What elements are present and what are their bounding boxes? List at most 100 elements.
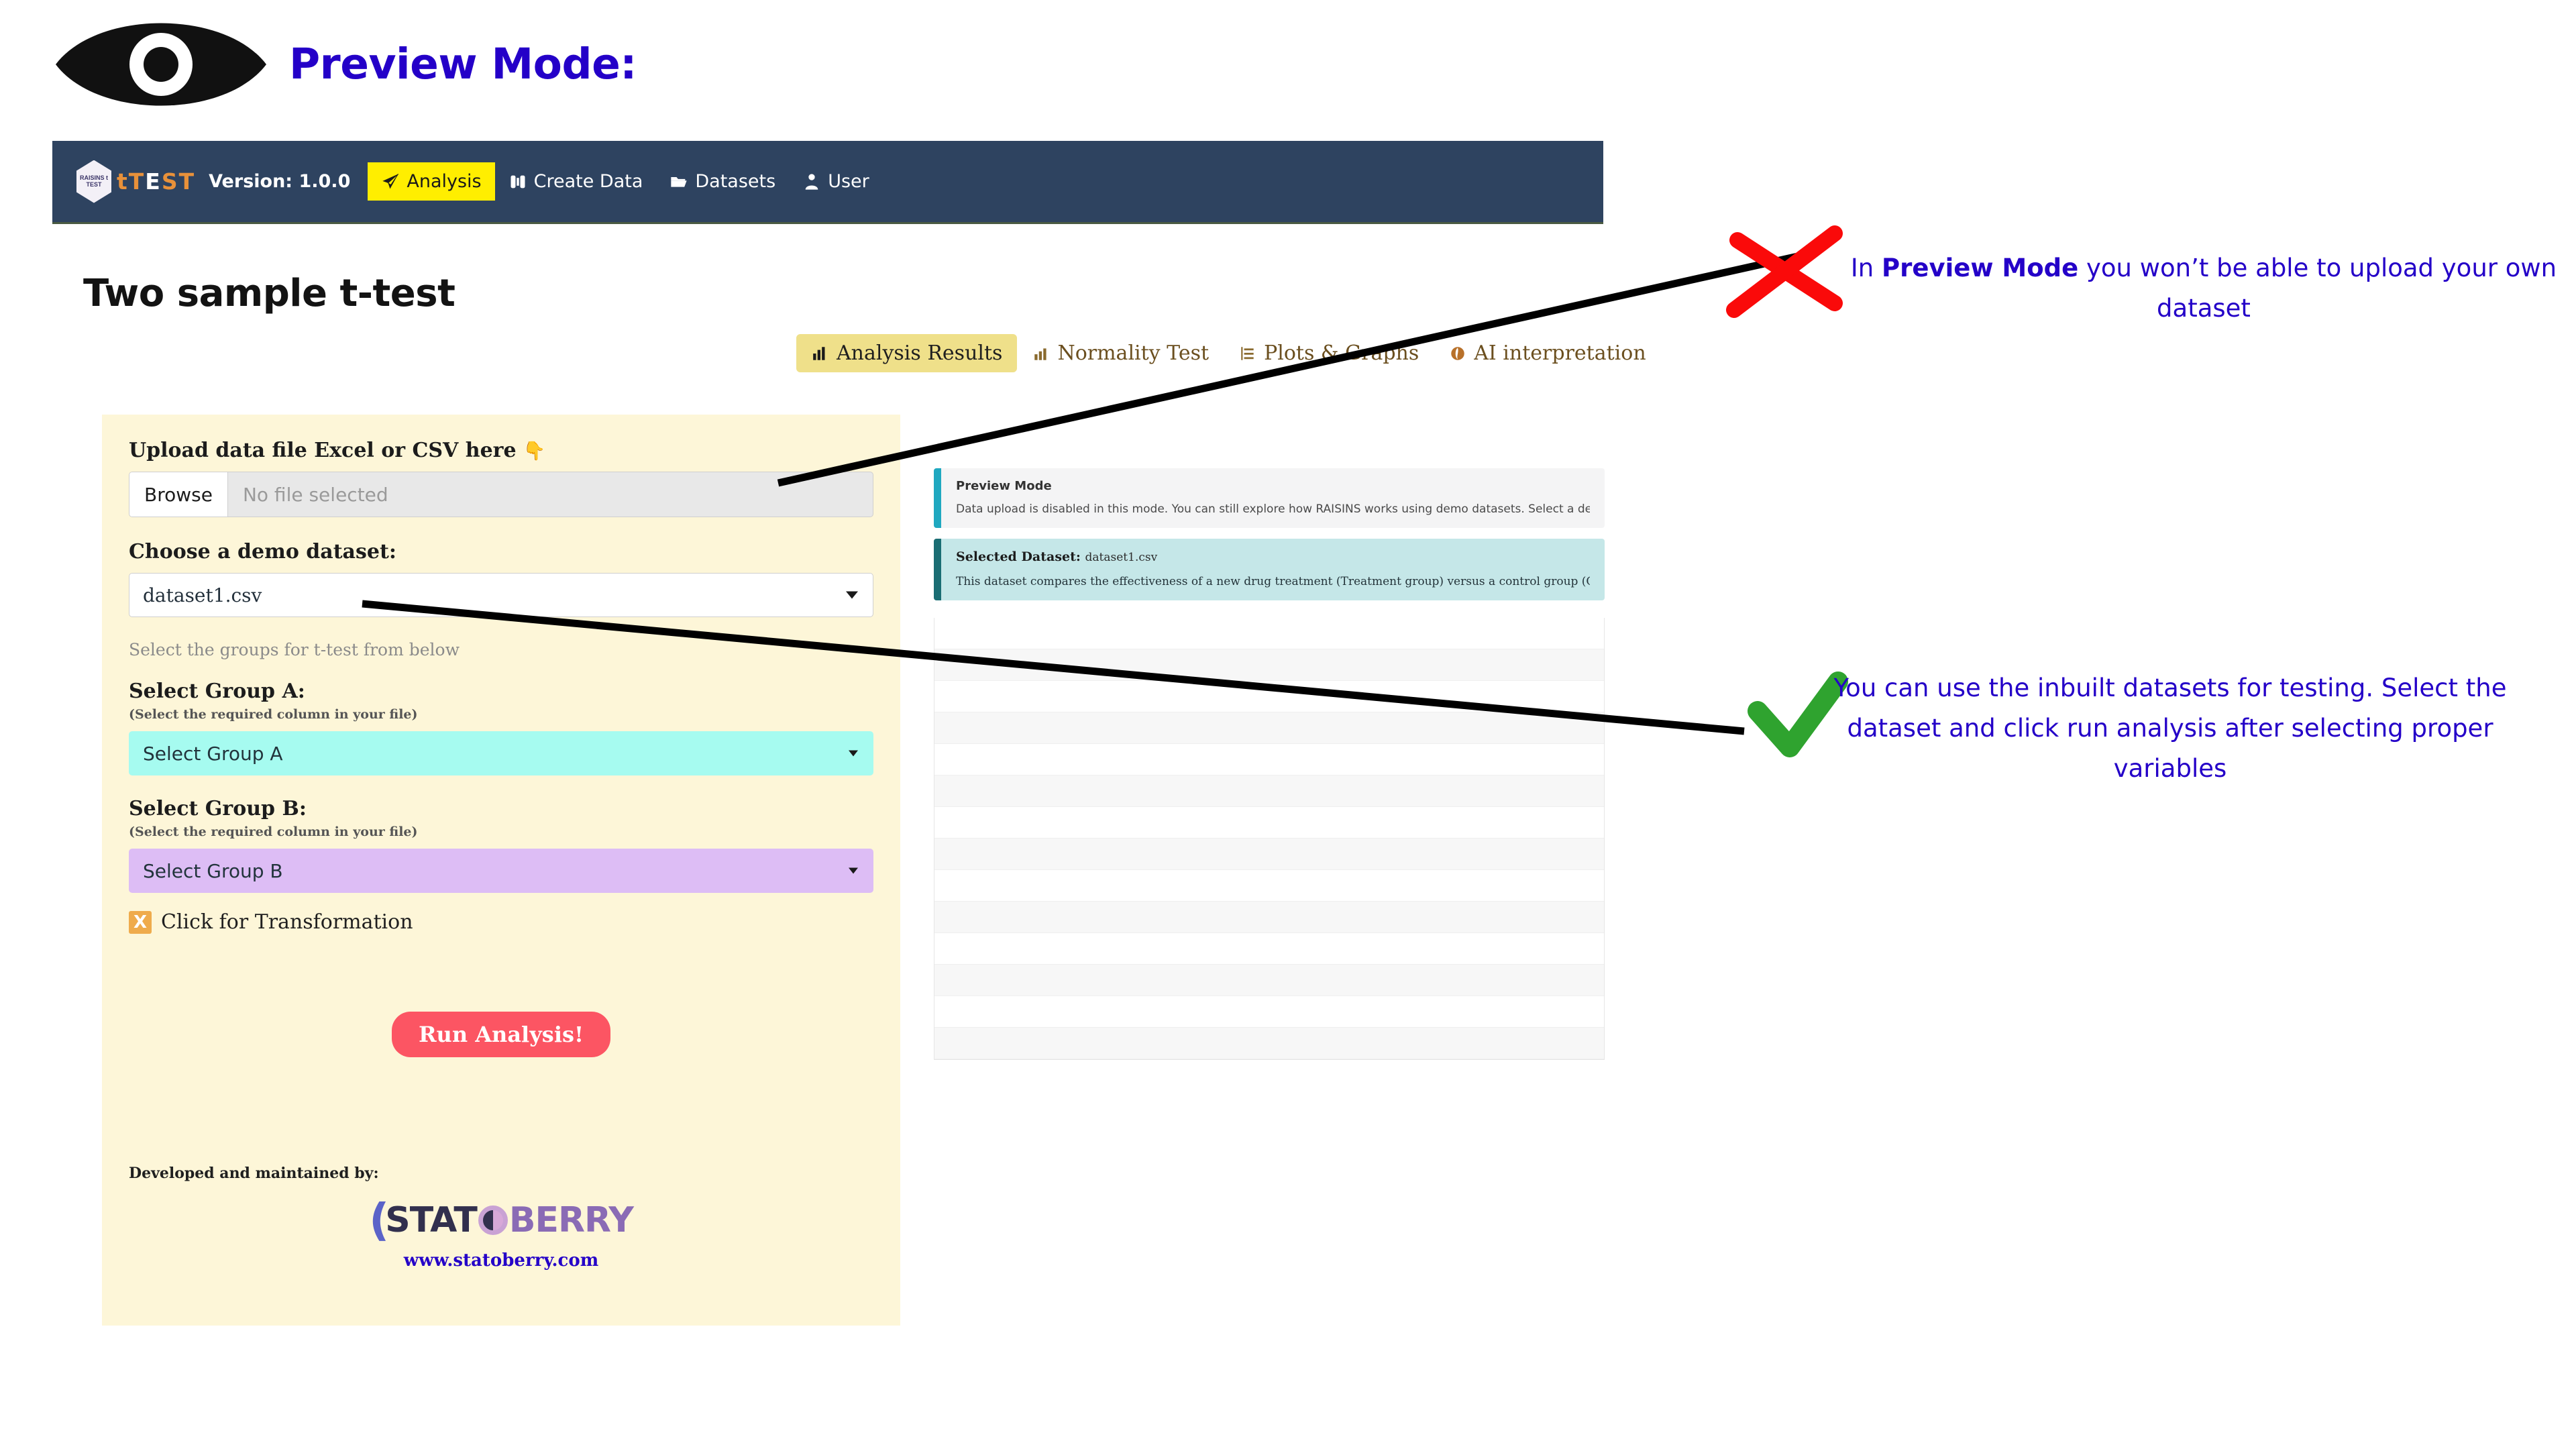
upload-label: Upload data file Excel or CSV here 👇 [129, 439, 873, 462]
table-row [934, 839, 1604, 870]
version-label: Version: 1.0.0 [209, 171, 351, 192]
developed-by-label: Developed and maintained by: [129, 1165, 379, 1182]
file-name-display: No file selected [242, 483, 388, 506]
selected-dataset-alert: Selected Dataset: dataset1.csv This data… [934, 539, 1605, 600]
preview-mode-alert-text: Data upload is disabled in this mode. Yo… [956, 502, 1590, 516]
table-row [934, 870, 1604, 902]
brain-icon [1451, 346, 1464, 360]
paper-plane-icon [382, 173, 399, 189]
results-area: Preview Mode Data upload is disabled in … [934, 468, 1605, 1258]
table-row [934, 965, 1604, 996]
annotation-positive-text: You can use the inbuilt datasets for tes… [1833, 674, 2507, 783]
red-cross-icon [1726, 225, 1843, 318]
logo-paren-icon: ( [369, 1194, 390, 1246]
file-upload-input[interactable]: Browse No file selected [129, 472, 873, 517]
table-row [934, 618, 1604, 649]
selected-dataset-filename: dataset1.csv [1085, 551, 1158, 564]
results-table [934, 618, 1605, 1060]
brand-letter-5: T [178, 168, 196, 195]
plots-icon [1241, 346, 1254, 360]
analysis-form-panel: Upload data file Excel or CSV here 👇 Bro… [102, 415, 900, 1326]
nav-item-datasets[interactable]: Datasets [656, 162, 789, 201]
group-a-value: Select Group A [143, 742, 283, 765]
green-check-icon [1748, 672, 1848, 757]
brand-letter-1: t [117, 168, 129, 195]
brand-letter-3: E [145, 168, 162, 195]
brand-title: tTEST [117, 168, 195, 195]
folder-open-icon [671, 176, 688, 187]
group-b-heading: Select Group B: [129, 797, 307, 820]
brand-letter-4: S [161, 168, 179, 195]
group-a-heading: Select Group A: [129, 680, 305, 703]
table-row [934, 744, 1604, 775]
transformation-label: Click for Transformation [161, 910, 413, 934]
berry-circle-icon [478, 1205, 508, 1235]
selected-dataset-label: Selected Dataset: [956, 549, 1081, 564]
nav-items: Analysis Create Data Datasets [368, 162, 882, 201]
tab-analysis-results-label: Analysis Results [837, 341, 1003, 365]
alert-accent-bar [934, 468, 941, 528]
preview-mode-title: Preview Mode: [289, 40, 637, 89]
preview-mode-alert: Preview Mode Data upload is disabled in … [934, 468, 1605, 528]
alert-accent-bar [934, 539, 941, 600]
nav-item-analysis[interactable]: Analysis [368, 162, 495, 201]
raisins-logo-icon: RAISINS t TEST [76, 160, 111, 203]
logo-berry-text: BERRY [508, 1200, 634, 1240]
tab-ai-interpretation[interactable]: AI interpretation [1434, 334, 1660, 372]
nav-item-create-data[interactable]: Create Data [495, 162, 657, 201]
close-icon: X [129, 910, 152, 934]
table-row [934, 996, 1604, 1028]
chart-bar-icon [813, 346, 825, 360]
group-b-select[interactable]: Select Group B [129, 849, 873, 893]
table-row [934, 775, 1604, 807]
user-icon [805, 173, 818, 190]
page-title: Two sample t-test [83, 272, 455, 315]
table-row [934, 712, 1604, 744]
chevron-down-icon [849, 867, 858, 874]
tab-analysis-results[interactable]: Analysis Results [796, 334, 1018, 372]
groups-hint: Select the groups for t-test from below [129, 640, 460, 659]
chevron-down-icon [846, 591, 858, 599]
statoberry-logo: ( STAT BERRY www.statoberry.com [129, 1198, 873, 1271]
selected-dataset-text: This dataset compares the effectiveness … [956, 575, 1590, 588]
tab-plots-graphs-label: Plots & Graphs [1264, 341, 1419, 365]
group-a-sub: (Select the required column in your file… [129, 707, 418, 722]
statoberry-url[interactable]: www.statoberry.com [403, 1250, 599, 1271]
nav-item-user-label: User [828, 171, 869, 192]
tab-normality-test[interactable]: Normality Test [1017, 334, 1224, 372]
table-row [934, 1028, 1604, 1059]
table-row [934, 807, 1604, 839]
tab-plots-graphs[interactable]: Plots & Graphs [1224, 334, 1434, 372]
transformation-toggle[interactable]: X Click for Transformation [129, 910, 873, 934]
table-row [934, 902, 1604, 933]
brand-letter-2: T [128, 168, 146, 195]
nav-item-analysis-label: Analysis [407, 171, 482, 192]
run-analysis-button[interactable]: Run Analysis! [391, 1012, 611, 1057]
group-b-value: Select Group B [143, 859, 283, 882]
tab-ai-interpretation-label: AI interpretation [1474, 341, 1646, 365]
app-navbar: RAISINS t TEST tTEST Version: 1.0.0 Anal… [52, 141, 1603, 224]
table-row [934, 649, 1604, 681]
table-row [934, 933, 1604, 965]
brand-hex-label: RAISINS t TEST [79, 174, 108, 188]
nav-item-datasets-label: Datasets [695, 171, 776, 192]
logo-stat-text: STAT [385, 1200, 478, 1240]
preview-mode-banner: Preview Mode: [50, 5, 637, 123]
table-row [934, 681, 1604, 712]
group-a-select[interactable]: Select Group A [129, 731, 873, 775]
annotation-negative-text: In Preview Mode you won’t be able to upl… [1850, 254, 2557, 323]
binoculars-icon [511, 175, 525, 188]
result-tabs: Analysis Results Normality Test Plots & … [796, 334, 1661, 372]
upload-label-text: Upload data file Excel or CSV here [129, 439, 517, 462]
bar-chart-icon [1034, 347, 1047, 360]
demo-dataset-value: dataset1.csv [143, 584, 262, 606]
nav-item-user[interactable]: User [789, 162, 883, 201]
selected-dataset-title: Selected Dataset: dataset1.csv [956, 549, 1590, 564]
pointing-down-icon: 👇 [523, 440, 546, 462]
preview-mode-alert-title: Preview Mode [956, 479, 1052, 493]
eye-icon [56, 23, 266, 106]
chevron-down-icon [849, 750, 858, 757]
tab-normality-test-label: Normality Test [1057, 341, 1210, 365]
demo-dataset-select[interactable]: dataset1.csv [129, 573, 873, 617]
browse-button[interactable]: Browse [129, 472, 228, 517]
